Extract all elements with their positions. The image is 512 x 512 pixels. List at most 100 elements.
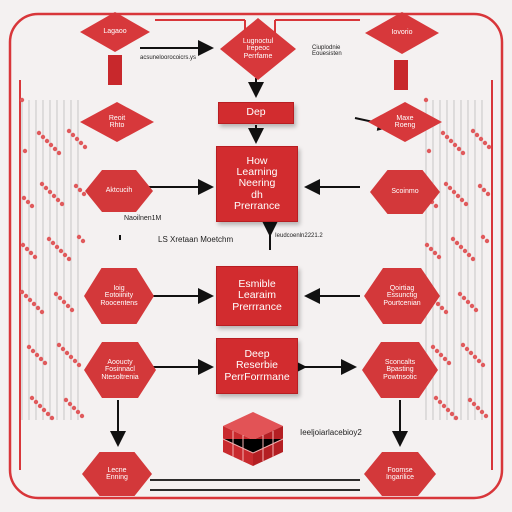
net-node [451,189,457,195]
node-learning: How Learning Neering dh Prerrance [216,146,298,222]
net-node [59,201,65,207]
net-node [46,236,52,242]
net-node [467,397,473,403]
net-node [484,238,490,244]
net-node [433,395,439,401]
net-node [443,181,449,187]
net-node [55,197,61,203]
net-node [44,138,50,144]
top-rail [155,19,360,34]
node-bottom-right: Foomse Ingarilice [364,452,436,496]
net-node [470,256,476,262]
net-node [40,134,46,140]
net-node [462,248,468,254]
net-node [78,140,84,146]
net-node [453,415,459,421]
net-node [450,236,456,242]
net-node [35,305,41,311]
net-node [465,299,471,305]
cube-icon [222,412,284,466]
node-left-c: Aooucty Fosinnacl Ntesoltrenia [84,342,156,398]
net-node [65,303,71,309]
net-node [435,301,441,307]
net-node [60,346,66,352]
net-node [426,148,432,154]
net-node [56,342,62,348]
net-node [434,348,440,354]
net-node [41,407,47,413]
net-node [26,344,32,350]
net-node [481,187,487,193]
net-node [42,360,48,366]
net-node [81,191,87,197]
node-ensemble: Esmible Learaim Prerrrance [216,266,298,326]
net-node [49,415,55,421]
net-node [74,136,80,142]
net-node [436,254,442,260]
network-texture [19,97,492,421]
net-node [457,291,463,297]
net-node [485,191,491,197]
net-node [19,289,25,295]
node-bottom-left: Lecne Enning [82,452,152,496]
net-node [70,132,76,138]
net-node [51,193,57,199]
net-node [440,130,446,136]
net-node [454,240,460,246]
net-node [463,201,469,207]
net-node [67,401,73,407]
net-node [476,358,482,364]
net-node [50,240,56,246]
net-node [36,130,42,136]
net-node [57,295,63,301]
net-node [470,128,476,134]
net-node [58,248,64,254]
label-top-right: Ciuplodnie Eouesisten [312,45,342,57]
net-node [33,399,39,405]
net-node [80,238,86,244]
net-node [474,132,480,138]
net-node [482,140,488,146]
net-node [456,146,462,152]
node-left-b: Ioig Eotoiinity Roocentens [84,268,154,324]
label-bottom-callout: Ieeljoiarlacebioy2 [300,428,362,437]
net-node [486,144,492,150]
net-node [76,234,82,240]
net-node [475,405,481,411]
net-node [29,395,35,401]
net-node [25,199,31,205]
net-node [54,244,60,250]
net-node [477,183,483,189]
net-node [424,242,430,248]
label-right-callout: Ieudcoenln2221.2 [275,233,323,239]
net-node [428,246,434,252]
net-node [452,142,458,148]
net-node [438,352,444,358]
net-node [442,356,448,362]
net-node [48,142,54,148]
net-node [445,407,451,413]
net-node [441,403,447,409]
net-node [79,413,85,419]
label-top-arrow: acsuneloorocoicrs.ys [140,55,197,61]
net-node [458,244,464,250]
net-node [478,136,484,142]
net-node [24,246,30,252]
node-research: Deep Reserbie PerrForrmane [216,338,298,394]
net-node [21,195,27,201]
net-node [68,354,74,360]
net-node [37,403,43,409]
net-node [72,358,78,364]
bottom-bars [150,479,360,491]
net-node [423,97,429,103]
net-node [480,234,486,240]
net-node [461,295,467,301]
net-node [430,344,436,350]
net-node [52,146,58,152]
pillar-right [394,60,408,90]
net-node [439,305,445,311]
net-node [56,150,62,156]
net-node [449,411,455,417]
net-node [19,97,25,103]
net-node [27,297,33,303]
